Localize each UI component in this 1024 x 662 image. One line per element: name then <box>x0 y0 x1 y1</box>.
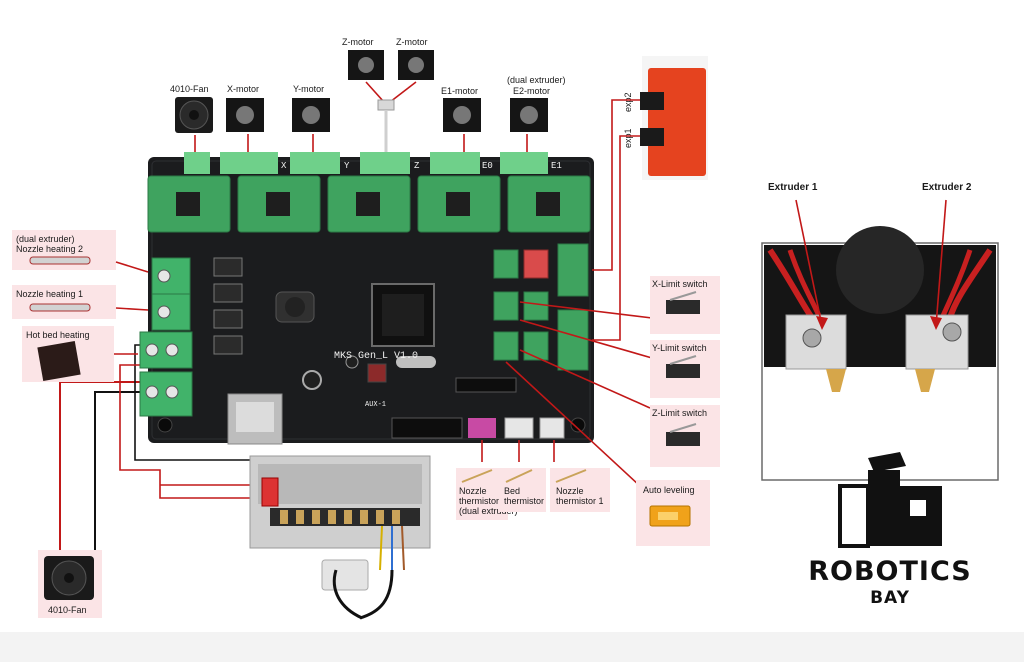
stepper-drivers <box>147 175 591 233</box>
e1-motor-label: E1-motor <box>441 86 478 96</box>
nozzle1-label: Nozzle heating 1 <box>16 289 83 299</box>
header-e0: E0 <box>482 161 493 171</box>
left-components: (dual extruder) Nozzle heating 2 Nozzle … <box>12 230 149 618</box>
brand-block: ROBOTICS BAY <box>760 448 1020 618</box>
endstop-connectors <box>493 243 589 371</box>
fan-top-label: 4010-Fan <box>170 84 209 94</box>
robotics-bay-logo-icon <box>838 452 942 548</box>
z-motor-2-label: Z-motor <box>396 37 428 47</box>
auto-level-label: Auto leveling <box>643 485 695 495</box>
header-y: Y <box>344 161 350 171</box>
header-x: X <box>281 161 287 171</box>
z-motor-1-label: Z-motor <box>342 37 374 47</box>
extruder1-label: Extruder 1 <box>768 182 818 193</box>
exp1-label: exp1 <box>623 128 633 148</box>
board-name: MKS Gen_L V1.0 <box>334 351 418 362</box>
x-limit-label: X-Limit switch <box>652 279 708 289</box>
e2-motor-label: E2-motor <box>513 86 550 96</box>
bed-thermistor-line2: thermistor <box>504 496 544 506</box>
nozzle2-label: Nozzle heating 2 <box>16 244 83 254</box>
header-e1: E1 <box>551 161 562 171</box>
aux-label: AUX-1 <box>365 401 386 409</box>
power-terminals <box>139 257 193 417</box>
mks-gen-l-board: MKS Gen_L V1.0 AUX-1 X Y Z E0 E1 <box>139 152 594 445</box>
brand-subtitle: BAY <box>870 588 910 608</box>
x-motor-label: X-motor <box>227 84 259 94</box>
footer-strip <box>0 632 1024 662</box>
fan-bottom-label: 4010-Fan <box>48 605 87 615</box>
nozzle2-note: (dual extruder) <box>16 234 75 244</box>
extruder-panel: Extruder 1 Extruder 2 <box>761 182 999 481</box>
right-components: X-Limit switch Y-Limit switch Z-Limit sw… <box>505 276 720 546</box>
z-limit-label: Z-Limit switch <box>652 408 707 418</box>
bed-thermistor-line1: Bed <box>504 486 520 496</box>
lcd-adapter: exp2 exp1 <box>592 56 708 341</box>
top-components: 4010-Fan X-motor Y-motor Z-motor Z-motor… <box>170 37 566 152</box>
power-supply <box>249 455 431 620</box>
thermistor2-line3: (dual extruder) <box>459 506 518 516</box>
extruder2-label: Extruder 2 <box>922 182 972 193</box>
header-z: Z <box>414 161 420 171</box>
e2-motor-note: (dual extruder) <box>507 75 566 85</box>
hotbed-label: Hot bed heating <box>26 330 90 340</box>
exp2-label: exp2 <box>623 92 633 112</box>
y-limit-label: Y-Limit switch <box>652 343 707 353</box>
thermistor1-line2: thermistor 1 <box>556 496 604 506</box>
mosfets <box>213 257 243 355</box>
brand-name: ROBOTICS <box>808 556 972 587</box>
motor-headers <box>184 152 548 174</box>
thermistor2-line1: Nozzle <box>459 486 487 496</box>
thermistor2-line2: thermistor 2 <box>459 496 507 506</box>
thermistors: Nozzle thermistor 2 (dual extruder) Bed … <box>456 440 610 520</box>
thermistor1-line1: Nozzle <box>556 486 584 496</box>
y-motor-label: Y-motor <box>293 84 324 94</box>
